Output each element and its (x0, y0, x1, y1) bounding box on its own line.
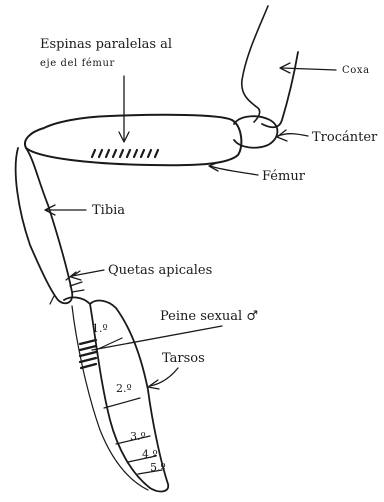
tarsus-number-1: 1.º (92, 322, 108, 335)
tarsus-divider-2 (104, 398, 140, 408)
label-tarsi: Tarsos (162, 351, 205, 366)
tibia-shape (16, 148, 73, 303)
label-coxa: Coxa (342, 65, 370, 76)
tarsus-number-4: 4.º (142, 448, 158, 461)
label-trochanter: Trocánter (312, 130, 378, 145)
tarsus-number-2: 2.º (116, 382, 132, 395)
label-femur: Fémur (262, 169, 306, 184)
tarsus-number-5: 5.º (150, 461, 166, 474)
label-spines-line1: Espinas paralelas al (40, 37, 172, 52)
label-apical-bristles: Quetas apicales (108, 263, 212, 278)
leader-lines (45, 63, 336, 389)
tarsi-inner-edge (72, 306, 148, 490)
tarsus-number-3: 3.º (130, 430, 146, 443)
label-sex-comb: Peine sexual ♂ (160, 309, 258, 324)
coxa-shape (262, 52, 298, 127)
femur-spines (92, 150, 158, 157)
label-spines-line2: eje del fémur (40, 58, 115, 69)
label-tibia: Tibia (92, 203, 125, 218)
body-outline (242, 6, 268, 122)
